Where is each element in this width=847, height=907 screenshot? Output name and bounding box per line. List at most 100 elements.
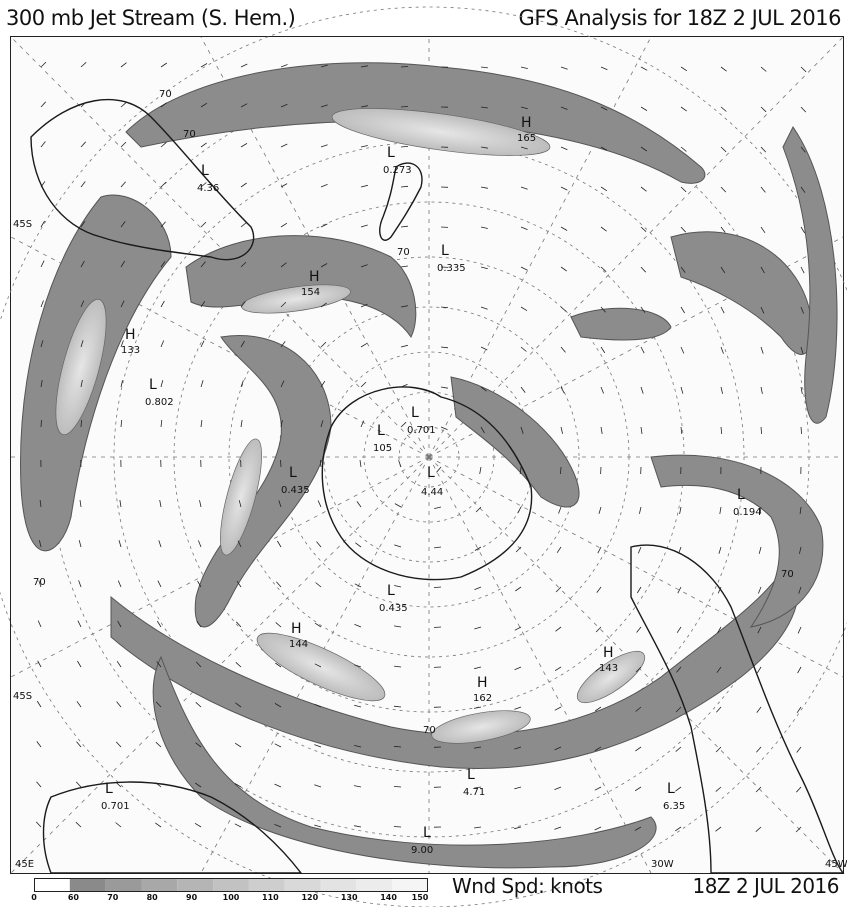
wind-barb (354, 664, 362, 668)
wind-barb (320, 184, 328, 188)
wind-barb (640, 186, 647, 192)
wind-barb (354, 825, 362, 828)
wind-barb (78, 580, 82, 588)
wind-barb (440, 306, 449, 308)
wind-barb (200, 380, 204, 388)
wind-barb (514, 626, 522, 631)
wind-barb (756, 706, 762, 713)
wind-barb (595, 626, 602, 633)
wind-barb (394, 585, 402, 588)
jet-stream-map: 45S 45S 45E 45W 30W L 0.273 L 4.36 L 0.3… (0, 6, 847, 907)
wind-barb (760, 266, 765, 274)
wind-barb (400, 225, 408, 228)
wind-barb (160, 181, 167, 188)
low-symbol: L (411, 405, 419, 421)
wind-barb (155, 741, 162, 748)
low-symbol: L (441, 243, 449, 259)
jet-max-symbol: H (521, 115, 532, 131)
wind-barb (120, 260, 126, 268)
wind-barb (77, 620, 82, 628)
colorbar-tick: 140 (380, 893, 397, 902)
wind-barb (37, 620, 42, 628)
wind-barb (280, 64, 288, 68)
wind-barb (720, 386, 723, 394)
wind-barb (240, 63, 248, 68)
wind-barb (275, 662, 282, 668)
wind-barb (40, 419, 42, 428)
wind-barb (720, 346, 724, 354)
wind-barb (555, 586, 562, 593)
wind-barb (394, 625, 402, 628)
wind-barbs (35, 61, 807, 833)
low-value: 105 (373, 443, 392, 454)
low-value: 0.802 (145, 397, 174, 408)
wind-barb (515, 546, 522, 553)
wind-barb (200, 221, 207, 228)
wind-barb (800, 266, 805, 274)
lon-label-45e: 45E (15, 859, 34, 870)
wind-barb (36, 700, 42, 708)
wind-barb (120, 340, 124, 348)
wind-barb (800, 346, 804, 354)
wind-barb (158, 540, 162, 548)
wind-barb (634, 826, 642, 831)
wind-barb (393, 745, 402, 748)
colorbar-tick: 0 (31, 893, 37, 902)
wind-barb (680, 346, 685, 354)
wind-barb (356, 501, 362, 508)
colorbar-tick: 100 (222, 893, 240, 902)
wind-barb (800, 66, 807, 73)
wind-barb (554, 746, 562, 751)
wind-barb (400, 265, 408, 268)
wind-barb (116, 701, 122, 708)
wind-barb (678, 546, 682, 554)
wind-barb (440, 386, 448, 389)
low-symbol: L (387, 145, 395, 161)
wind-barb (120, 181, 126, 188)
low-value: 0.273 (383, 165, 412, 176)
wind-barb (600, 306, 606, 313)
wind-barb (719, 506, 722, 514)
wind-barb (560, 266, 567, 272)
wind-barb (320, 223, 328, 228)
wind-barb (317, 500, 322, 508)
wind-barb (715, 826, 722, 832)
wind-barb (679, 506, 682, 514)
wind-barb (434, 546, 442, 549)
wind-barb (680, 146, 687, 152)
wind-barb (280, 341, 286, 348)
wind-barb (120, 419, 123, 428)
wind-barb (798, 586, 802, 594)
low-value: 0.194 (733, 507, 762, 518)
wind-barb (594, 786, 602, 791)
lon-label-30w: 30W (651, 859, 674, 870)
wind-barb (600, 146, 608, 151)
wind-barb (480, 146, 488, 149)
wind-barb (320, 104, 328, 108)
footer-date-label: 18Z 2 JUL 2016 (692, 874, 839, 898)
wind-barb (195, 702, 202, 708)
wind-barb (560, 106, 568, 110)
wind-barb (800, 386, 803, 394)
wind-barb (160, 300, 165, 308)
colorbar-tick: 70 (107, 893, 119, 902)
wind-barb (237, 540, 242, 548)
wind-barb (360, 303, 368, 308)
jet-max-value: 143 (599, 663, 618, 674)
wind-barb (80, 380, 83, 388)
colorbar-tick: 120 (301, 893, 319, 902)
lat-label-left: 45S (13, 219, 32, 230)
wind-barb (636, 626, 642, 633)
colorbar-tick-labels: 0 60 70 80 90 100 110 120 130 140 150 (31, 893, 428, 905)
wind-barb (433, 626, 442, 628)
wind-barb (560, 226, 568, 231)
wind-barb (315, 582, 322, 588)
wind-barb (554, 826, 562, 830)
wind-barb (40, 181, 46, 188)
wind-barb (440, 426, 448, 430)
wind-barb (520, 186, 528, 190)
wind-barb (400, 305, 408, 308)
wind-barb (200, 300, 206, 308)
wind-barb (720, 146, 727, 153)
wind-barb (80, 141, 86, 148)
